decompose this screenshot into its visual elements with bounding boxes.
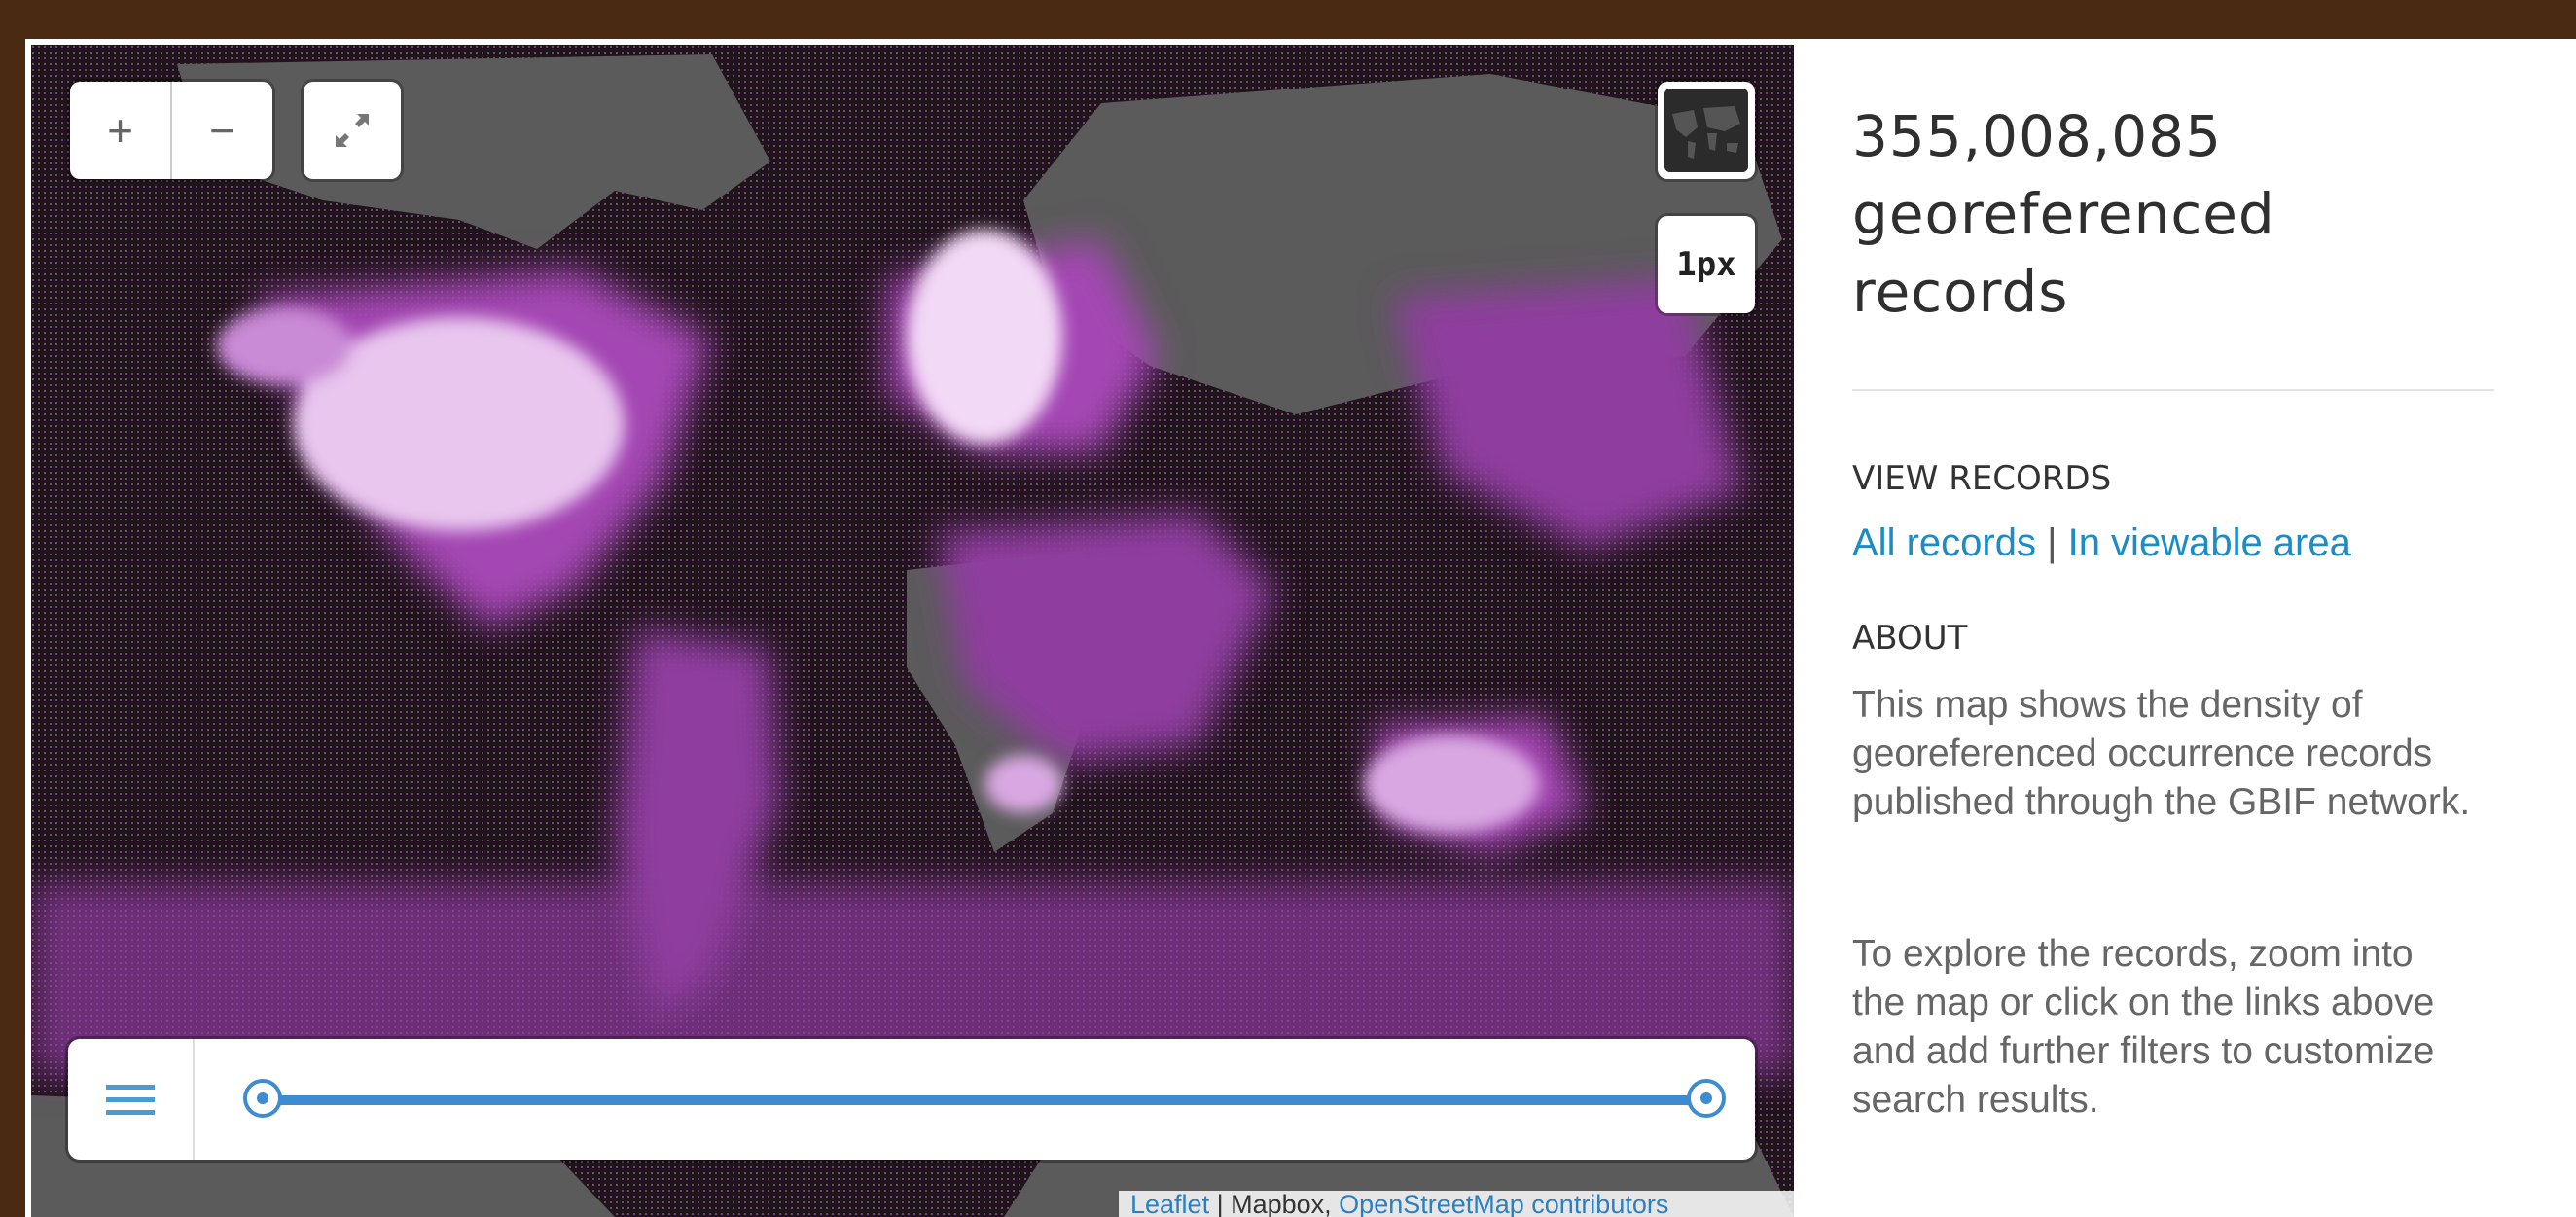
year-range-control [68, 1039, 1755, 1160]
basemap-thumbnail [1664, 89, 1748, 172]
fullscreen-button[interactable] [304, 82, 401, 179]
app-frame: + − 1px [25, 39, 2576, 1217]
range-slider-track[interactable] [263, 1095, 1706, 1105]
density-map[interactable]: + − 1px [31, 45, 1794, 1217]
layer-switcher-button[interactable] [1658, 82, 1755, 179]
fullscreen-icon [336, 114, 369, 147]
record-count: 355,008,085 [1852, 103, 2222, 169]
zoom-in-button[interactable]: + [107, 105, 133, 156]
mapbox-credit: Mapbox, [1231, 1190, 1340, 1217]
range-slider-start-handle[interactable] [243, 1079, 282, 1118]
zoom-control: + − [70, 82, 272, 179]
info-panel: 355,008,085 georeferenced records VIEW R… [1852, 39, 2533, 1211]
about-paragraph-1: This map shows the density of georeferen… [1852, 684, 2471, 823]
viewable-area-link[interactable]: In viewable area [2067, 521, 2351, 564]
about-paragraph-2: To explore the records, zoom into the ma… [1852, 933, 2435, 1121]
view-records-links: All records | In viewable area [1852, 521, 2351, 564]
menu-icon [106, 1084, 155, 1090]
map-attribution: Leaflet | Mapbox, OpenStreetMap contribu… [1119, 1191, 1794, 1217]
density-hotspots [216, 230, 1539, 833]
map-canvas [31, 45, 1794, 1217]
about-heading: ABOUT [1852, 619, 1968, 658]
menu-button[interactable] [68, 1039, 195, 1160]
world-map-icon [1664, 89, 1748, 172]
pixel-size-button[interactable]: 1px [1658, 216, 1755, 313]
zoom-out-button[interactable]: − [170, 82, 272, 179]
osm-link[interactable]: OpenStreetMap contributors [1339, 1190, 1669, 1217]
range-slider-end-handle[interactable] [1687, 1079, 1726, 1118]
divider [1852, 389, 2494, 391]
record-count-headline: 355,008,085 georeferenced records [1852, 97, 2475, 331]
view-records-heading: VIEW RECORDS [1852, 459, 2112, 498]
all-records-link[interactable]: All records [1852, 521, 2036, 564]
leaflet-link[interactable]: Leaflet [1130, 1190, 1210, 1217]
